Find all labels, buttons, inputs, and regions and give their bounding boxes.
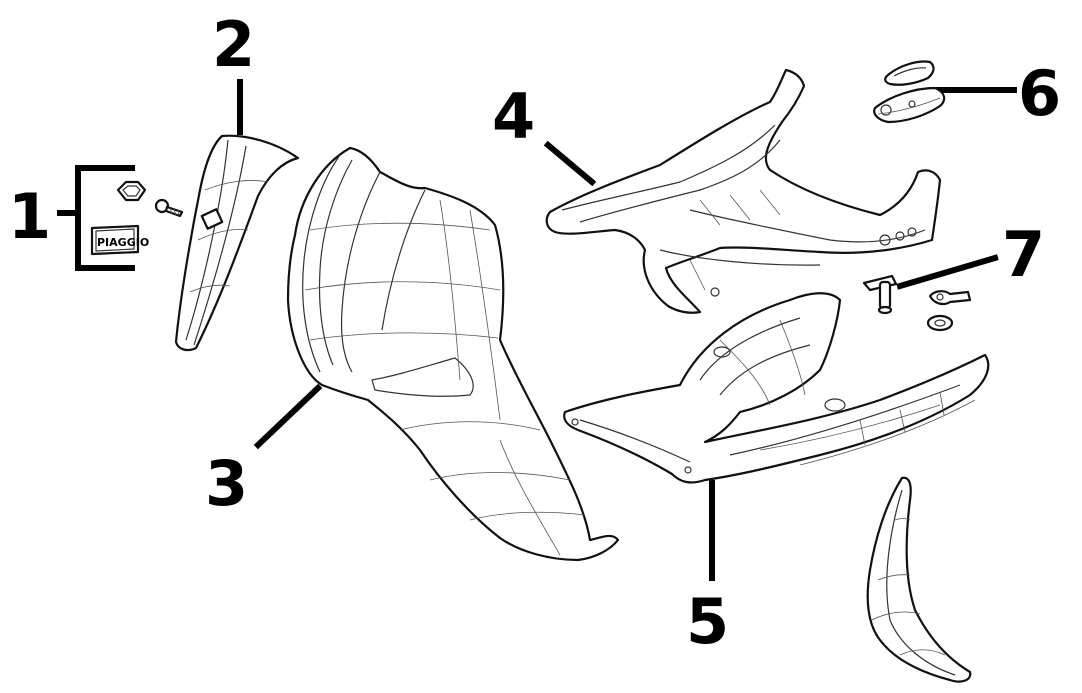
- leader-7: [896, 254, 999, 290]
- emblem-screw: [154, 198, 184, 218]
- footrest-frame: [545, 68, 942, 314]
- piaggio-badge: PIAGGIO: [90, 224, 149, 256]
- badge-text: PIAGGIO: [97, 236, 149, 249]
- bracket-1: [57, 165, 135, 271]
- gasket: [884, 60, 935, 86]
- callout-number-4: 4: [492, 80, 535, 153]
- callout-number-6: 6: [1018, 57, 1061, 130]
- hinge-bracket: [928, 290, 972, 306]
- callout-number-3: 3: [205, 447, 248, 520]
- leader-3: [253, 383, 323, 450]
- leader-4: [543, 140, 597, 187]
- hinge-pin: [862, 274, 898, 315]
- callout-3-group: 3: [205, 146, 620, 562]
- washer: [926, 314, 954, 332]
- callout-2-group: 2: [174, 8, 300, 352]
- front-shield: [286, 146, 620, 562]
- callout-4-group: 4: [492, 68, 942, 314]
- callout-number-2: 2: [212, 8, 255, 81]
- callout-1-group: 1 PIAGGIO: [8, 165, 184, 271]
- callout-6-group: 6: [873, 57, 1061, 130]
- callout-7-group: 7: [862, 218, 1045, 332]
- emblem-nut: [116, 180, 147, 202]
- callout-number-5: 5: [686, 585, 729, 658]
- floor-panel: [563, 292, 990, 484]
- cover-plate: [873, 86, 946, 124]
- side-trim-panel: [866, 476, 972, 683]
- callout-number-1: 1: [8, 180, 51, 253]
- front-trim-panel: [174, 134, 300, 352]
- callout-number-7: 7: [1002, 218, 1045, 291]
- callout-5-group: 5: [563, 292, 990, 658]
